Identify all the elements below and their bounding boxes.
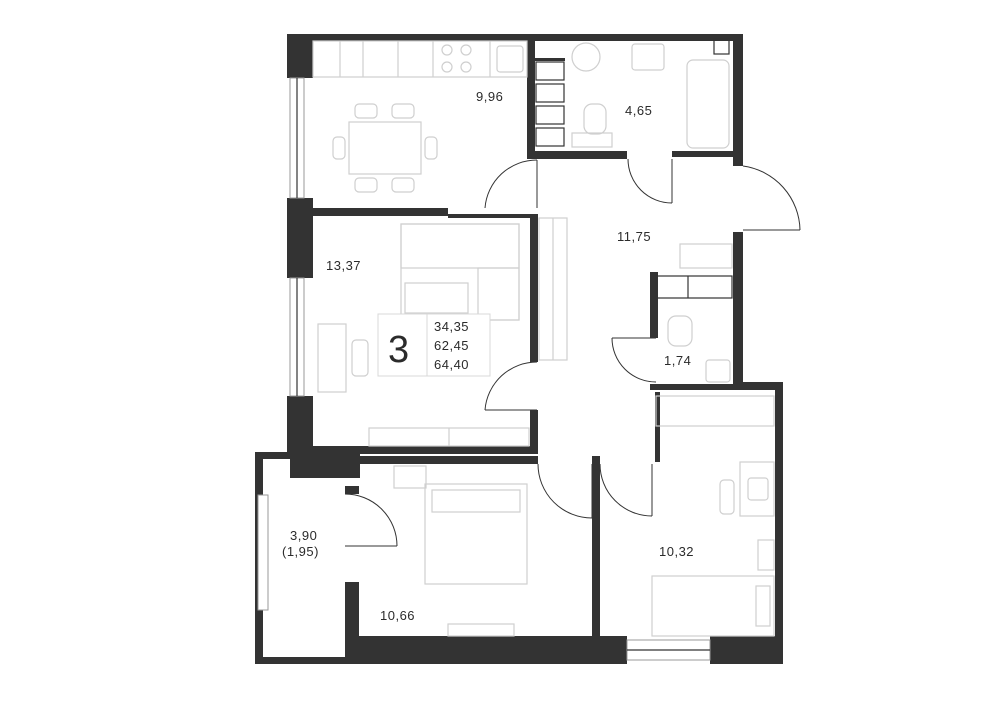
furniture <box>312 38 775 637</box>
doors <box>344 158 801 547</box>
room-labels: 9,96 4,65 11,75 13,37 1,74 3,90 (1,95) 1… <box>282 89 694 623</box>
balcony-reduced-area-label: (1,95) <box>282 544 319 559</box>
kitchen-area-label: 9,96 <box>476 89 503 104</box>
balcony-area-label: 3,90 <box>290 528 317 543</box>
living-area-label: 13,37 <box>326 258 361 273</box>
walls <box>255 34 783 664</box>
summary-badge: 3 34,35 62,45 64,40 <box>377 313 491 377</box>
bedroom-right-area-label: 10,32 <box>659 544 694 559</box>
bedroom-left-area-label: 10,66 <box>380 608 415 623</box>
total-area-with-balcony: 64,40 <box>434 357 469 372</box>
total-area: 62,45 <box>434 338 469 353</box>
bathroom-area-label: 4,65 <box>625 103 652 118</box>
wc-area-label: 1,74 <box>664 353 691 368</box>
windows <box>257 77 711 661</box>
hallway-area-label: 11,75 <box>617 229 651 244</box>
living-area-total: 34,35 <box>434 319 469 334</box>
rooms-count: 3 <box>388 329 409 371</box>
